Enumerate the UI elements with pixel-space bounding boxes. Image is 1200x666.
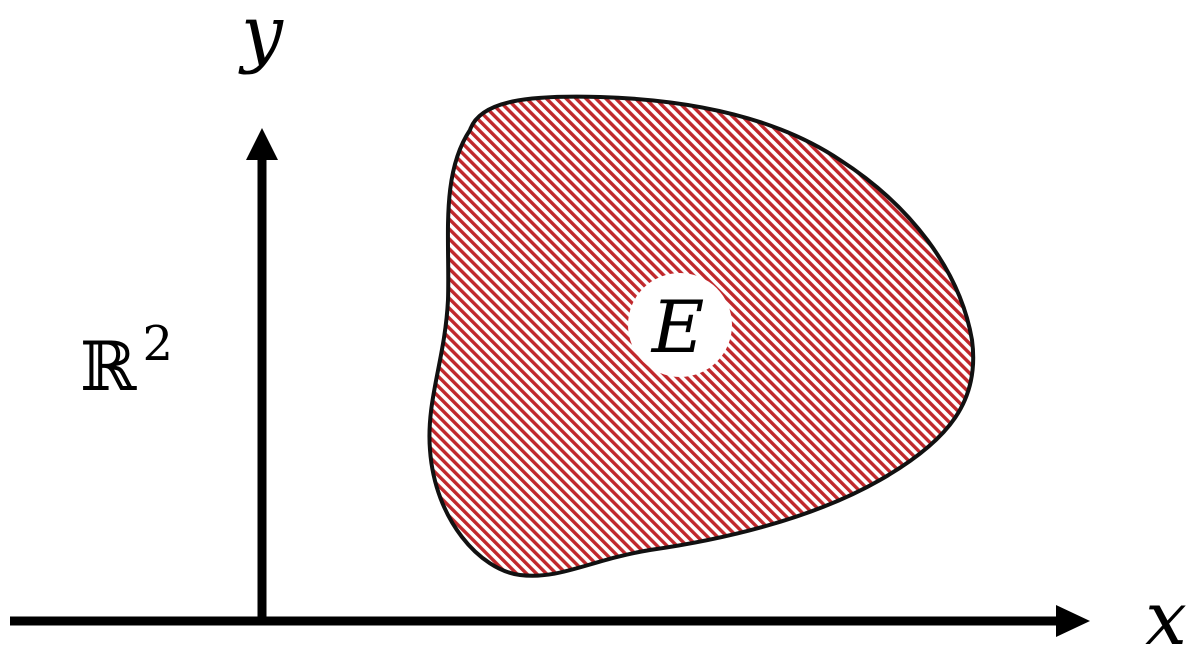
- y-axis-label: y: [238, 0, 284, 76]
- region-label: E: [650, 285, 705, 369]
- region-label-background: [628, 273, 732, 377]
- space-label-exponent: 2: [143, 316, 174, 372]
- y-axis-arrowhead: [246, 128, 278, 160]
- x-axis-arrowhead: [1056, 605, 1090, 637]
- space-label-base: ℝ: [80, 328, 137, 407]
- x-axis-label: x: [1145, 576, 1187, 662]
